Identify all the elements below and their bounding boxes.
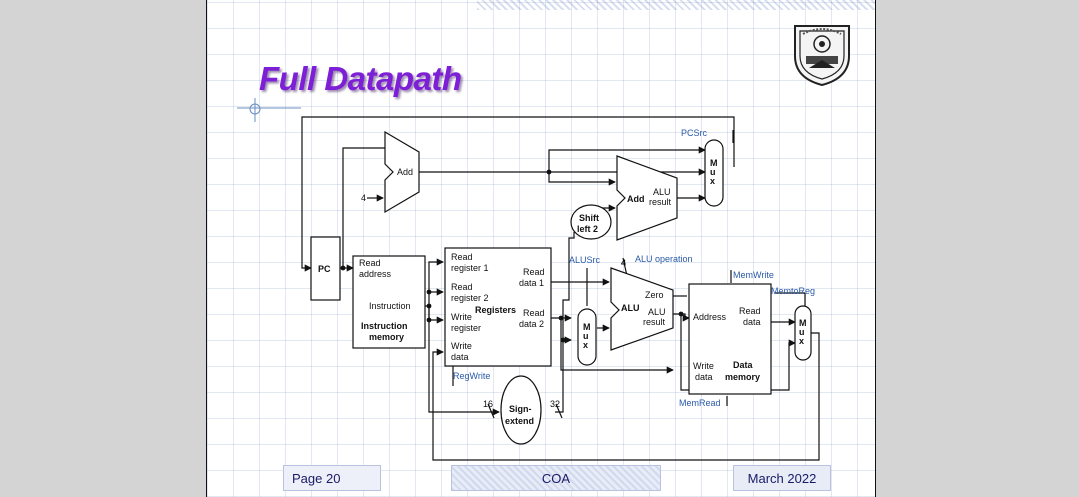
reg-read2-label: Read xyxy=(451,282,473,292)
sign-label-2: extend xyxy=(505,416,534,426)
alu-result-label-2: result xyxy=(643,317,666,327)
instruction-memory: Read address Instruction Instruction mem… xyxy=(352,255,426,349)
imem-instruction-label: Instruction xyxy=(369,301,411,311)
memtoreg-mux: M u x xyxy=(794,305,812,361)
mux-letter: x xyxy=(799,336,804,346)
alu-op-width-label: 4 xyxy=(621,258,626,268)
alu: ALU Zero ALU result xyxy=(610,267,674,351)
slide: Full Datapath xyxy=(206,0,876,497)
mux-letter: u xyxy=(799,327,805,337)
reg-read1-label-2: register 1 xyxy=(451,263,489,273)
add-branch-label: Add xyxy=(627,194,645,204)
alusrc-label: ALUSrc xyxy=(569,255,601,265)
pc-label: PC xyxy=(318,264,331,274)
reg-read2-label-2: register 2 xyxy=(451,293,489,303)
branch-alu-label: ALU xyxy=(653,187,671,197)
mux-letter: M xyxy=(799,318,807,328)
alu-operation-label: ALU operation xyxy=(635,254,693,264)
reg-rdata1-label: Read xyxy=(523,267,545,277)
junction-dots xyxy=(340,169,684,343)
top-stripe xyxy=(477,0,875,10)
mux-letter: M xyxy=(710,158,718,168)
pc-source-mux: M u x xyxy=(704,139,724,207)
add-top-label: Add xyxy=(397,167,413,177)
footer-date: March 2022 xyxy=(733,465,831,491)
slide-title: Full Datapath xyxy=(259,60,462,97)
register-file: Read register 1 Read register 2 Write re… xyxy=(444,247,552,367)
reg-write-label: Write xyxy=(451,312,472,322)
pc-adder: Add 4 xyxy=(361,130,420,214)
mux-letter: M xyxy=(583,322,591,332)
bits-16-label: 16 xyxy=(483,399,493,409)
branch-adder: Add ALU result xyxy=(616,155,678,241)
imem-title-2: memory xyxy=(369,332,404,342)
memwrite-label: MemWrite xyxy=(733,270,774,280)
data-memory: Address Read data Write data Data memory xyxy=(688,283,772,395)
alu-zero-label: Zero xyxy=(645,290,664,300)
reg-rdata2-label-2: data 2 xyxy=(519,319,544,329)
const-4-label: 4 xyxy=(361,193,366,203)
imem-address-label: address xyxy=(359,269,392,279)
pc-register: PC xyxy=(310,236,341,301)
mux-letter: x xyxy=(583,340,588,350)
reg-wdata-label: Write xyxy=(451,341,472,351)
dmem-write-label: Write xyxy=(693,361,714,371)
bits-32-label: 32 xyxy=(550,399,560,409)
alu-label: ALU xyxy=(621,303,640,313)
footer-course: COA xyxy=(451,465,661,491)
reg-rdata2-label: Read xyxy=(523,308,545,318)
branch-result-label: result xyxy=(649,197,672,207)
footer-page: Page 20 xyxy=(283,465,381,491)
imem-title-1: Instruction xyxy=(361,321,408,331)
dmem-data-label: data xyxy=(743,317,761,327)
institute-seal-icon xyxy=(794,25,850,87)
mux-letter: u xyxy=(710,167,716,177)
shift-label-2: left 2 xyxy=(577,224,598,234)
reg-read1-label: Read xyxy=(451,252,473,262)
shift-left-2: Shift left 2 xyxy=(570,204,612,240)
memtoreg-label: MemtoReg xyxy=(771,286,815,296)
dmem-title-2: memory xyxy=(725,372,760,382)
registers-title: Registers xyxy=(475,305,516,315)
crosshair-decoration xyxy=(237,98,301,122)
reg-wdata-label-2: data xyxy=(451,352,469,362)
memread-label: MemRead xyxy=(679,398,721,408)
pcsrc-label: PCSrc xyxy=(681,128,708,138)
sign-extend: Sign- extend 16 32 xyxy=(483,375,560,445)
mux-letter: u xyxy=(583,331,589,341)
reg-rdata1-label-2: data 1 xyxy=(519,278,544,288)
datapath-diagram: PC Add 4 PCSrc M u x Add ALU result Shif… xyxy=(237,98,820,461)
alu-result-label-1: ALU xyxy=(648,307,666,317)
dmem-read-label: Read xyxy=(739,306,761,316)
sign-label-1: Sign- xyxy=(509,404,532,414)
alusrc-mux: M u x xyxy=(577,308,597,366)
dmem-address-label: Address xyxy=(693,312,727,322)
shift-label-1: Shift xyxy=(579,213,599,223)
reg-write-label-2: register xyxy=(451,323,481,333)
imem-read-label: Read xyxy=(359,258,381,268)
dmem-title-1: Data xyxy=(733,360,754,370)
dmem-wdata-label: data xyxy=(695,372,713,382)
mux-letter: x xyxy=(710,176,715,186)
regwrite-label: RegWrite xyxy=(453,371,490,381)
